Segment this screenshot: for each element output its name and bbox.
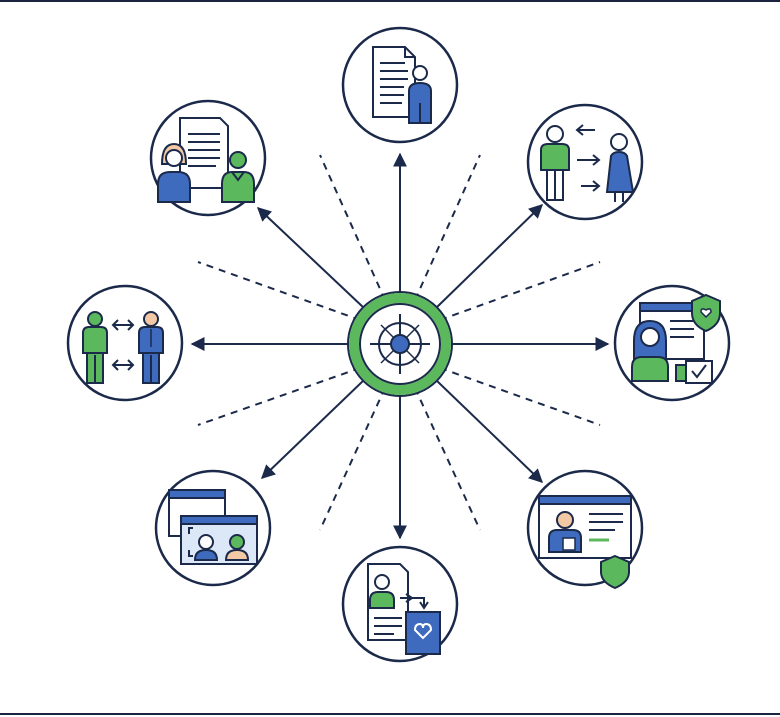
profile-with-shield-icon [613, 284, 731, 402]
video-call-window-icon [154, 469, 272, 587]
record-with-shield-icon [526, 469, 644, 590]
arrow-up-left [256, 207, 365, 309]
two-people-document-icon [149, 99, 267, 217]
arrow-down-right [435, 379, 544, 483]
people-swap-arrows-icon [66, 284, 184, 402]
arrow-down-left [260, 379, 365, 479]
profile-card-heart-icon [341, 545, 459, 663]
solid-arrows [190, 152, 610, 540]
dashed-rays [197, 154, 601, 531]
two-people-exchange-icon [526, 103, 644, 221]
top-border [0, 0, 780, 2]
target-icon [347, 291, 453, 397]
arrow-up-right [435, 204, 544, 309]
bottom-border [0, 713, 780, 715]
document-with-person-icon [341, 26, 459, 144]
